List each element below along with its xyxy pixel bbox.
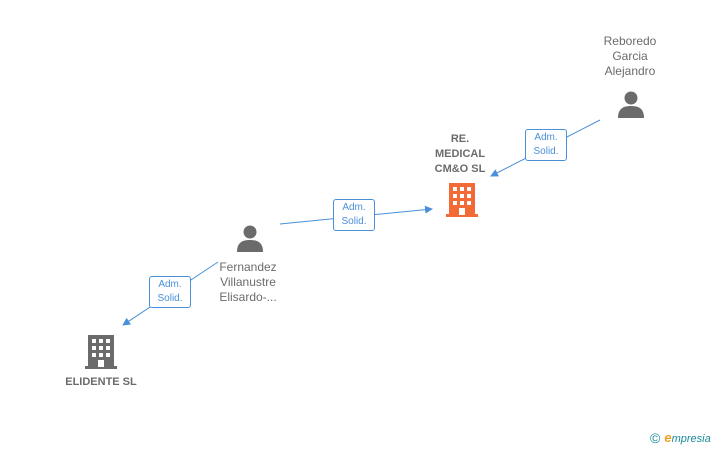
relation-badge[interactable]: Adm. Solid. xyxy=(525,129,567,161)
node-reboredo-label: Reboredo Garcia Alejandro xyxy=(603,34,657,78)
node-fernandez-label: Fernandez Villanustre Elisardo-... xyxy=(219,260,277,304)
relation-role: Adm. xyxy=(342,202,366,213)
node-elidente-label: ELIDENTE SL xyxy=(65,376,137,388)
brand-name: mpresia xyxy=(671,433,711,445)
relation-type: Solid. xyxy=(341,216,367,227)
brand-footer: ©empresia xyxy=(650,430,711,446)
person-icon[interactable] xyxy=(617,90,645,118)
building-icon[interactable] xyxy=(446,183,478,217)
relation-role: Adm. xyxy=(534,132,558,143)
relation-badge[interactable]: Adm. Solid. xyxy=(333,199,375,231)
node-re-medical-label: RE. MEDICAL CM&O SL xyxy=(434,133,486,175)
relation-type: Solid. xyxy=(157,293,183,304)
building-icon[interactable] xyxy=(85,335,117,369)
relation-badge[interactable]: Adm. Solid. xyxy=(149,276,191,308)
brand-logo-e: e xyxy=(664,430,672,445)
relation-role: Adm. xyxy=(158,279,182,290)
person-icon[interactable] xyxy=(236,224,264,252)
relation-type: Solid. xyxy=(533,146,559,157)
copyright-icon: © xyxy=(650,430,661,446)
